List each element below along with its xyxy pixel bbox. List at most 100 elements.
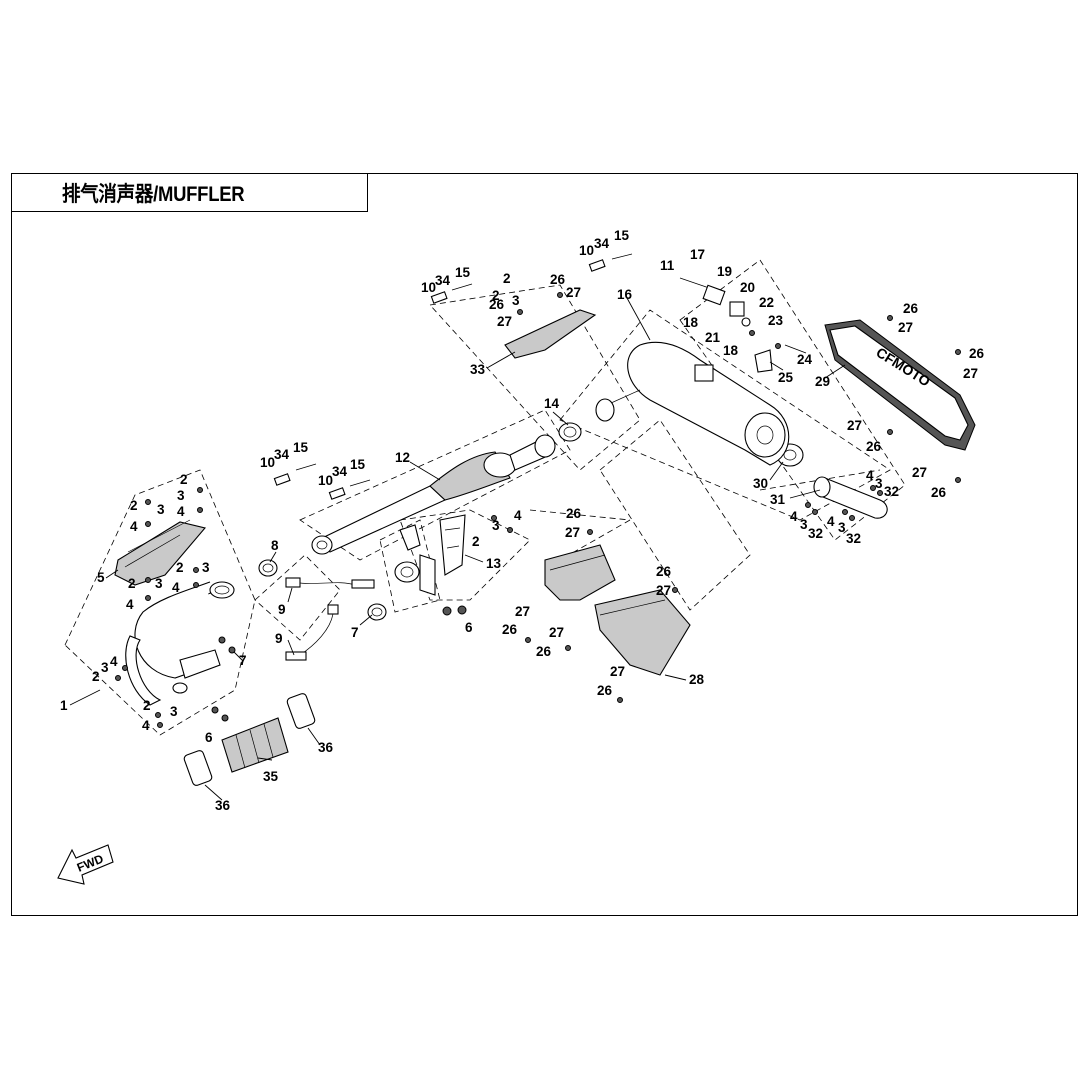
callout-labels: 1 2 3 4 2 3 4 2 3 4 2 3 4 2 3 4 2 3 4 2 … [60,228,985,813]
callout-27: 27 [565,525,580,540]
callout-22: 22 [759,295,774,310]
callout-36: 36 [318,740,334,755]
callout-10: 10 [318,473,333,488]
callout-8: 8 [271,538,279,553]
fasteners [115,292,961,728]
callout-3: 3 [177,488,185,503]
lower-heat-shield-28 [544,544,691,676]
pipe-wrap-35 [221,717,289,773]
callout-20: 20 [740,280,755,295]
header-pipe-1 [125,581,235,706]
callout-2: 2 [130,498,138,513]
callout-32: 32 [846,531,861,546]
callout-18: 18 [723,343,739,358]
callout-15: 15 [614,228,630,243]
callout-3: 3 [512,293,520,308]
callout-4: 2 [143,698,151,713]
callout-15: 15 [293,440,309,455]
callout-5: 5 [97,570,105,585]
callout-25: 25 [778,370,794,385]
callout-6: 6 [205,730,213,745]
callout-13: 13 [486,556,502,571]
callout-4: 4 [130,519,138,534]
callout-9: 9 [275,631,283,646]
callout-4: 2 [128,576,136,591]
callout-2: 2 [180,472,188,487]
callout-2: 4 [142,718,150,733]
callout-26: 26 [502,622,518,637]
callout-27: 27 [963,366,978,381]
muffler-16 [595,341,790,466]
callout-34: 34 [332,464,348,479]
callout-12: 12 [395,450,410,465]
callout-28: 28 [689,672,705,687]
callout-9: 9 [278,602,286,617]
hanger-group [679,277,773,373]
callout-3: 3 [492,518,500,533]
callout-4: 4 [866,468,874,483]
callout-15: 15 [350,457,366,472]
callout-19: 19 [717,264,732,279]
callout-4: 4 [177,504,185,519]
oxygen-sensors-9 [285,577,375,661]
callout-3: 3 [800,517,808,532]
callout-24: 24 [797,352,813,367]
callout-17: 17 [690,247,705,262]
callout-4: 4 [110,654,118,669]
callout-15: 15 [455,265,471,280]
callout-27: 27 [912,465,927,480]
callout-27: 27 [549,625,564,640]
callout-34: 34 [274,447,290,462]
callout-11: 11 [660,258,675,273]
callout-26: 26 [656,564,672,579]
drawing-frame [11,173,1078,916]
callout-3: 3 [101,660,109,675]
callout-2: 2 [492,288,500,303]
callout-3: 3 [838,520,846,535]
callout-32: 32 [808,526,823,541]
page-title: 排气消声器/MUFFLER [62,183,245,206]
callout-26: 26 [597,683,613,698]
callout-4: 4 [790,509,798,524]
callout-35: 35 [263,769,279,784]
bracket-13 [439,514,466,576]
callout-6: 6 [465,620,473,635]
callout-27: 27 [497,314,512,329]
callout-10: 10 [421,280,436,295]
callout-10: 10 [579,243,594,258]
callout-26: 26 [931,485,947,500]
callout-3: 3 [170,704,178,719]
callout-3: 3 [157,502,165,517]
callout-21: 21 [705,330,721,345]
callout-14: 14 [544,396,560,411]
heat-shield-5 [114,519,206,586]
tail-pipe-31 [813,476,888,519]
callout-2: 2 [92,669,100,684]
callout-27: 27 [847,418,862,433]
callout-10: 10 [260,455,275,470]
flange-bracket [394,554,467,616]
leader-lines [69,297,846,801]
callout-26: 26 [489,297,505,312]
callout-33: 33 [470,362,486,377]
callout-34: 34 [435,273,451,288]
callout-26: 26 [536,644,552,659]
callout-3: 3 [875,476,883,491]
title-box [11,173,368,212]
side-shield-33 [504,309,597,359]
callout-7: 7 [351,625,359,640]
callout-27: 27 [515,604,530,619]
callout-1: 1 [60,698,68,713]
callout-31: 31 [770,492,786,507]
callout-30: 30 [753,476,768,491]
callout-26: 26 [969,346,985,361]
callout-27: 27 [566,285,581,300]
callout-36: 36 [215,798,231,813]
callout-3: 3 [155,576,163,591]
mid-pipe-12 [311,434,556,555]
callout-16: 16 [617,287,633,302]
callout-26: 26 [550,272,566,287]
callout-26: 26 [566,506,582,521]
callout-3: 3 [202,560,210,575]
